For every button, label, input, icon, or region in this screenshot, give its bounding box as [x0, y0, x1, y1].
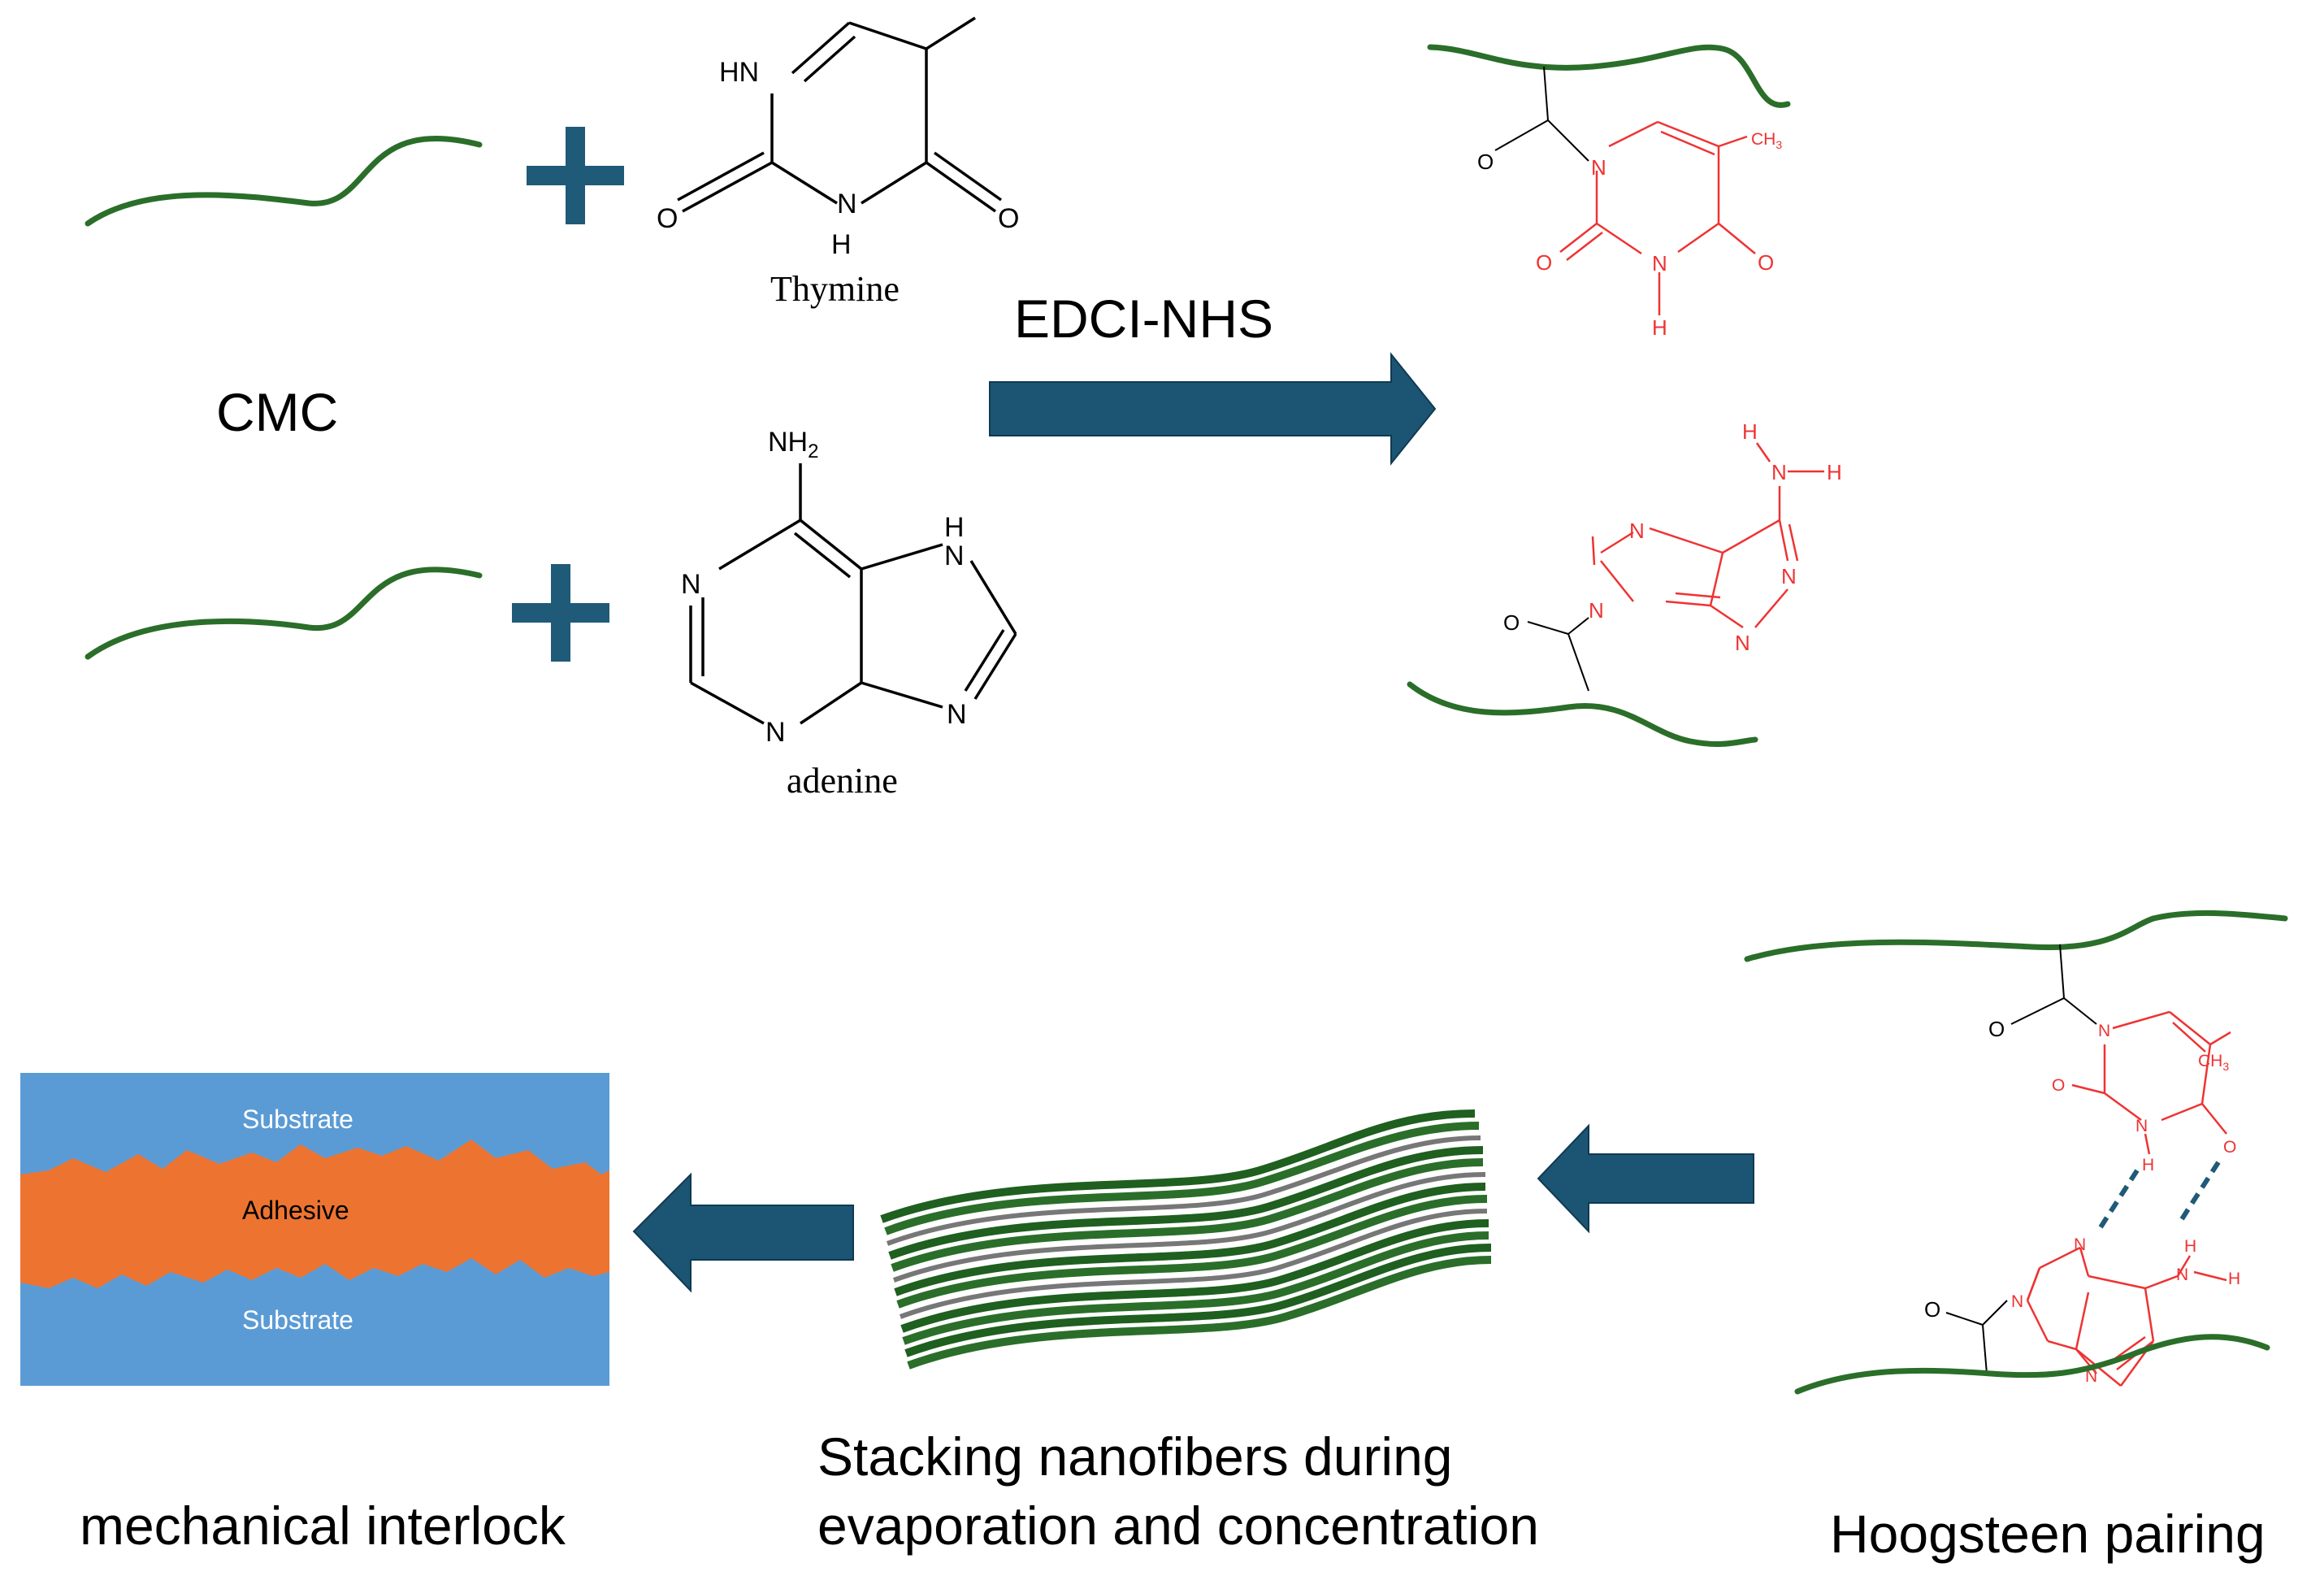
- adenine-product-atom-n-amino: N: [1771, 460, 1787, 484]
- cmc-label: CMC: [216, 382, 338, 442]
- pairing-adenine-atom-n-3: N: [2085, 1367, 2097, 1386]
- adenine-product-atom-h-right: H: [1827, 460, 1842, 484]
- thymine-product-atom-ch3: CH3: [1751, 130, 1782, 151]
- plus-sign-bottom: [512, 564, 609, 662]
- pairing-adenine-atom-n-amino: N: [2176, 1266, 2188, 1284]
- cmc-chain-top: [85, 136, 483, 227]
- stacking-label-line2: evaporation and concentration: [817, 1496, 1539, 1556]
- adenine-atom-n-7h: N: [944, 541, 965, 571]
- adenine-product-atom-h-top: H: [1742, 419, 1758, 444]
- pairing-adenine-atom-n-9: N: [2011, 1292, 2023, 1311]
- pairing-thymine-atom-n3: N: [2135, 1117, 2148, 1135]
- pairing-thymine-atom-o-left: O: [2052, 1076, 2065, 1095]
- adenine-product-atom-o-carbonyl: O: [1503, 610, 1520, 635]
- pairing-adenine-atom-n-7: N: [2074, 1235, 2086, 1254]
- cmc-chain-bottom: [85, 567, 483, 660]
- thymine-atom-hn: HN: [719, 57, 759, 88]
- pairing-adenine-structure: N H N H N N O: [1924, 1235, 2240, 1387]
- adenine-atom-n-3: N: [765, 717, 786, 748]
- arrow-stacking-to-interlock: [632, 1172, 854, 1293]
- thymine-product-structure: O N CH3 O N O H: [1477, 66, 1782, 340]
- substrate-top-label: Substrate: [242, 1105, 353, 1134]
- substrate-bottom-label: Substrate: [242, 1305, 353, 1335]
- adhesive-label: Adhesive: [242, 1196, 349, 1225]
- thymine-atom-o-left: O: [657, 203, 678, 234]
- adenine-atom-nh2: NH2: [768, 427, 818, 462]
- adenine-product-atom-n9: N: [1589, 598, 1604, 623]
- pairing-chain-top: [1744, 910, 2288, 962]
- thymine-product-atom-o-right: O: [1758, 250, 1774, 275]
- thymine-label: Thymine: [770, 269, 900, 309]
- reagent-label: EDCI-NHS: [1014, 289, 1273, 349]
- thymine-atom-h: H: [831, 229, 852, 260]
- thymine-product-atom-n3: N: [1652, 251, 1667, 276]
- adenine-product-atom-n-imidazole-top: N: [1629, 519, 1645, 543]
- adenine-product-atom-n-ring-right: N: [1781, 564, 1797, 588]
- adhesive-layer: [20, 1140, 609, 1288]
- pairing-chain-bottom: [1794, 1334, 2270, 1395]
- thymine-product-atom-o-left: O: [1536, 250, 1552, 275]
- pairing-thymine-atom-ch3: CH3: [2198, 1052, 2229, 1073]
- product-chain-adenine: [1407, 681, 1758, 747]
- pairing-thymine-atom-o-carbonyl: O: [1988, 1017, 2005, 1041]
- hoogsteen-label: Hoogsteen pairing: [1830, 1504, 2265, 1564]
- adenine-structure: NH2 H N N N N: [681, 427, 1017, 748]
- pairing-thymine-atom-h: H: [2142, 1156, 2154, 1174]
- adenine-label: adenine: [787, 761, 898, 801]
- hydrogen-bonds: [2098, 1161, 2221, 1229]
- product-chain-thymine: [1427, 44, 1791, 108]
- adenine-atom-n-1: N: [681, 569, 701, 600]
- adenine-product-structure: H N H N N N N O: [1503, 419, 1842, 692]
- stacking-label-line1: Stacking nanofibers during: [817, 1426, 1453, 1487]
- thymine-product-atom-h: H: [1652, 315, 1667, 340]
- pairing-thymine-structure: O N CH3 O N O H: [1988, 944, 2236, 1174]
- thymine-atom-o-right: O: [998, 203, 1019, 234]
- adenine-product-atom-n-ring-bottom: N: [1735, 631, 1750, 655]
- pairing-adenine-atom-h-amino-top: H: [2184, 1237, 2196, 1256]
- thymine-structure: HN N H O O: [657, 16, 1019, 260]
- thymine-atom-n: N: [837, 189, 857, 219]
- pairing-adenine-atom-h-amino-right: H: [2228, 1270, 2240, 1288]
- pairing-adenine-atom-o-carbonyl: O: [1924, 1297, 1940, 1322]
- pairing-thymine-atom-o-right: O: [2223, 1138, 2236, 1157]
- thymine-product-atom-n1: N: [1591, 155, 1606, 180]
- pairing-thymine-atom-n1: N: [2098, 1022, 2110, 1040]
- adenine-atom-n-9: N: [947, 699, 967, 730]
- nanofiber-bundle: [880, 1109, 1492, 1370]
- adenine-atom-h: H: [944, 512, 965, 543]
- reaction-arrow: [989, 352, 1437, 466]
- plus-sign-top: [527, 127, 624, 224]
- mechanical-interlock-label: mechanical interlock: [80, 1496, 566, 1556]
- interlock-panel: Substrate Adhesive Substrate: [20, 1073, 609, 1386]
- thymine-product-atom-o-carbonyl: O: [1477, 150, 1494, 174]
- arrow-pairing-to-stacking: [1537, 1123, 1754, 1234]
